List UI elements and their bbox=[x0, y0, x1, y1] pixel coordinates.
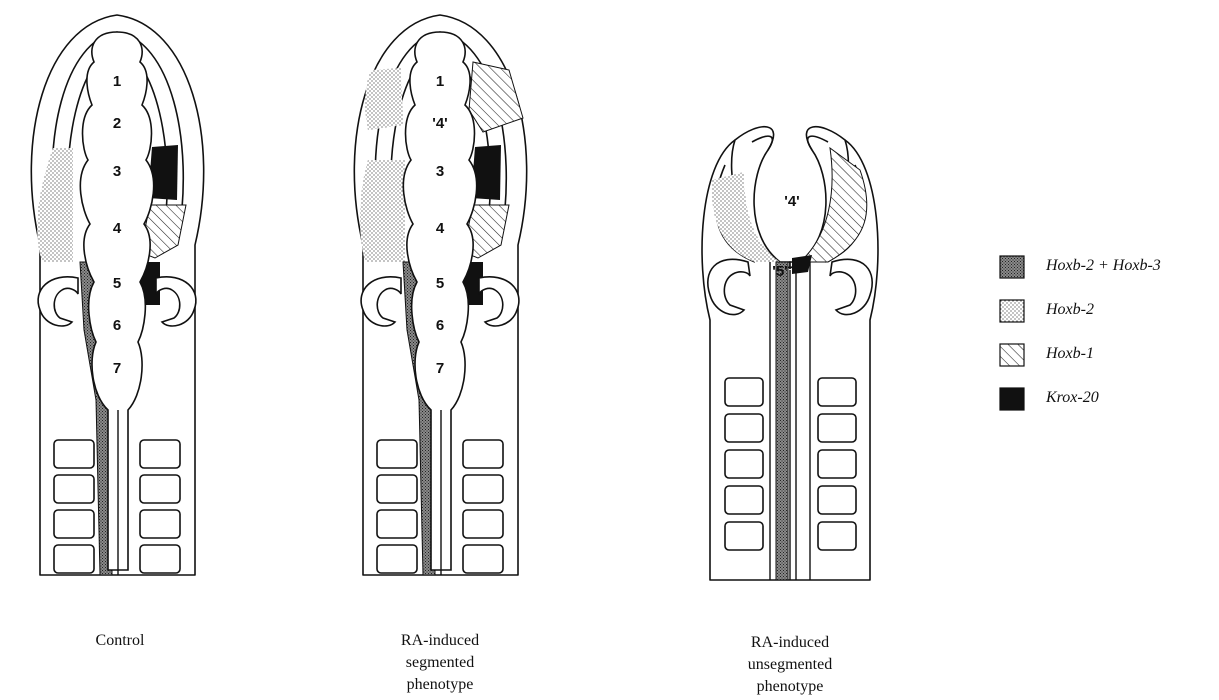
embryo-control: 1 2 3 4 5 6 7 bbox=[31, 15, 203, 575]
rhombomere-3: 3 bbox=[113, 163, 121, 180]
rhombomere-1: 1 bbox=[113, 73, 121, 90]
hoxb1-domain-right bbox=[800, 148, 867, 262]
rhombomere-7: 7 bbox=[436, 360, 444, 377]
hoxb1-ectopic-right bbox=[469, 62, 523, 132]
caption-line: Control bbox=[60, 630, 180, 652]
rhombomere-4: 4 bbox=[113, 220, 122, 237]
embryo-segmented: 1 '4' 3 4 5 6 7 bbox=[354, 15, 526, 575]
krox20-r5-right bbox=[792, 255, 812, 274]
rhombomere-2: 2 bbox=[113, 115, 121, 132]
rhombomere-5: 5 bbox=[113, 275, 121, 292]
rhombomere-5: 5 bbox=[436, 275, 444, 292]
legend-swatch-hoxb2 bbox=[1000, 300, 1024, 322]
rhombomere-6: 6 bbox=[113, 317, 121, 334]
legend-swatch-hoxb2-hoxb3 bbox=[1000, 256, 1024, 278]
rhombomere-1: 1 bbox=[436, 73, 444, 90]
legend-label-hoxb2-hoxb3: Hoxb-2 + Hoxb-3 bbox=[1046, 257, 1161, 275]
legend-label-krox20: Krox-20 bbox=[1046, 389, 1099, 407]
legend-swatch-krox20 bbox=[1000, 388, 1024, 410]
hoxb2-domain-left bbox=[37, 148, 73, 262]
caption-control: Control bbox=[60, 630, 180, 652]
legend-swatch-hoxb1 bbox=[1000, 344, 1024, 366]
caption-line: phenotype bbox=[720, 676, 860, 698]
rhombomere-4-ectopic: '4' bbox=[432, 115, 447, 132]
embryo-unsegmented: '4' '5' bbox=[702, 127, 878, 580]
caption-unsegmented: RA-induced unsegmented phenotype bbox=[720, 632, 860, 698]
legend bbox=[1000, 256, 1024, 410]
caption-segmented: RA-induced segmented phenotype bbox=[375, 630, 505, 696]
rhombomere-3: 3 bbox=[436, 163, 444, 180]
legend-label-hoxb1: Hoxb-1 bbox=[1046, 345, 1094, 363]
caption-line: unsegmented bbox=[720, 654, 860, 676]
rhombomere-4-label: '4' bbox=[784, 193, 799, 210]
legend-label-hoxb2: Hoxb-2 bbox=[1046, 301, 1094, 319]
rhombomere-7: 7 bbox=[113, 360, 121, 377]
caption-line: segmented bbox=[375, 652, 505, 674]
hoxb2-domain-left-lower bbox=[360, 160, 405, 262]
caption-line: phenotype bbox=[375, 674, 505, 696]
hoxb2b3-domain-left bbox=[776, 262, 788, 580]
caption-line: RA-induced bbox=[375, 630, 505, 652]
caption-line: RA-induced bbox=[720, 632, 860, 654]
rhombomere-6: 6 bbox=[436, 317, 444, 334]
hoxb2-domain-left bbox=[365, 68, 403, 130]
rhombomere-4: 4 bbox=[436, 220, 445, 237]
rhombomere-5-label: '5' bbox=[772, 263, 787, 280]
